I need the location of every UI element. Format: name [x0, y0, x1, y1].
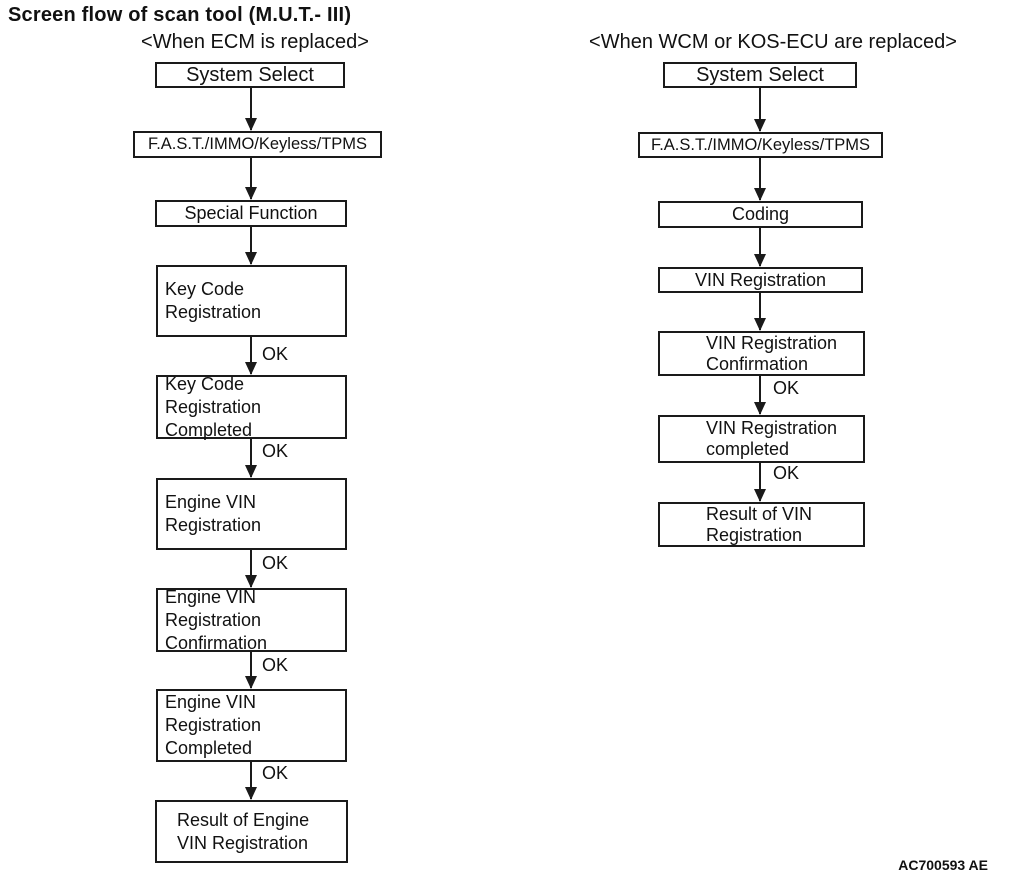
flow-step-fast-immo-keyless-tpms: F.A.S.T./IMMO/Keyless/TPMS: [133, 131, 382, 158]
down-arrow: [250, 337, 252, 374]
flow-step-key-code-registration-completed: Key Code Registration Completed: [156, 374, 347, 440]
ok-label: OK: [262, 344, 289, 364]
flow-step-special-function: Special Function: [155, 200, 347, 227]
ok-label: OK: [773, 463, 800, 483]
down-arrow: [250, 550, 252, 587]
flow-step-system-select-wcm: System Select: [663, 62, 857, 88]
down-arrow: [250, 158, 252, 199]
down-arrow: [759, 463, 761, 501]
flow-step-fast-immo-keyless-tpms-wcm: F.A.S.T./IMMO/Keyless/TPMS: [638, 132, 883, 158]
ok-label: OK: [262, 763, 289, 783]
flow-step-engine-vin-registration-completed: Engine VIN Registration Completed: [156, 689, 347, 762]
flow-step-system-select: System Select: [155, 62, 345, 88]
down-arrow: [759, 293, 761, 330]
flow-step-engine-vin-registration: Engine VIN Registration: [156, 478, 347, 550]
down-arrow: [759, 158, 761, 200]
down-arrow: [250, 88, 252, 130]
down-arrow: [250, 439, 252, 477]
flow-step-vin-registration-confirmation: VIN Registration Confirmation: [658, 331, 865, 376]
down-arrow: [250, 652, 252, 688]
flow-step-key-code-registration: Key Code Registration: [156, 265, 347, 337]
figure-code: AC700593 AE: [898, 857, 988, 873]
flow-step-result-of-vin-registration: Result of VIN Registration: [658, 502, 865, 547]
left-column-header: <When ECM is replaced>: [141, 31, 369, 53]
down-arrow: [759, 228, 761, 266]
down-arrow: [250, 762, 252, 799]
diagram-title: Screen flow of scan tool (M.U.T.- III): [8, 4, 352, 26]
flow-step-result-of-engine-vin-registration: Result of Engine VIN Registration: [155, 800, 348, 863]
ok-label: OK: [262, 441, 289, 461]
ok-label: OK: [262, 553, 289, 573]
flow-step-vin-registration: VIN Registration: [658, 267, 863, 293]
ok-label: OK: [262, 655, 289, 675]
flow-step-coding: Coding: [658, 201, 863, 228]
ok-label: OK: [773, 378, 800, 398]
down-arrow: [759, 376, 761, 414]
right-column-header: <When WCM or KOS-ECU are replaced>: [589, 31, 957, 53]
down-arrow: [759, 88, 761, 131]
flow-step-vin-registration-completed: VIN Registration completed: [658, 415, 865, 463]
flow-step-engine-vin-registration-confirmation: Engine VIN Registration Confirmation: [156, 587, 347, 653]
down-arrow: [250, 227, 252, 264]
